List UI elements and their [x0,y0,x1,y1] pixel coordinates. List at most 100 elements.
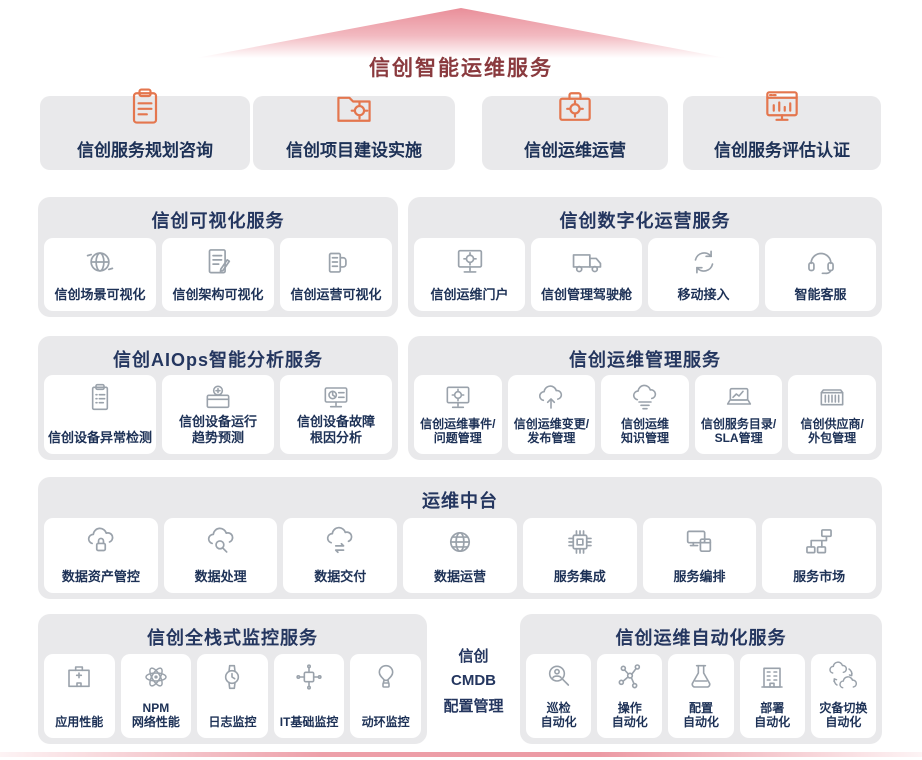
panel-title: 信创运维自动化服务 [615,628,787,648]
service-label: 灾备切换 自动化 [819,700,868,730]
card-row: 信创设备异常检测 信创设备运行 趋势预测 信创设备故障 根因分析 [44,375,392,454]
service-label: 巡检 自动化 [540,700,577,730]
cmdb-line: 配置管理 [443,697,504,715]
service-card: 信创运维事件/ 问题管理 [414,375,502,454]
clipboard-pen-icon [123,85,167,129]
top-service-label: 信创服务评估认证 [714,141,850,160]
service-label: IT基础监控 [279,715,339,730]
page-title: 信创智能运维服务 [369,57,553,80]
service-label: 数据运营 [434,569,487,585]
service-card: 数据运营 [403,518,517,593]
monitor-gear-icon [442,382,474,414]
card-row: 信创运维事件/ 问题管理 信创运维变更/ 发布管理 信创运维 知识管理 信创服务… [414,375,876,454]
service-card: 应用性能 [44,654,115,738]
cmdb-block: 信创 CMDB 配置管理 [427,628,520,732]
service-card: 操作 自动化 [597,654,663,738]
circuit-icon [293,661,325,693]
browser-chart-icon [760,85,804,129]
roof-arrow-shape [196,8,726,58]
service-card: 信创场景可视化 [44,238,156,311]
service-card: 部署 自动化 [739,654,805,738]
service-label: 数据处理 [194,569,247,585]
service-card: 灾备切换 自动化 [810,654,877,738]
magnifier-person-icon [543,661,575,693]
clipboard-list-icon [84,382,116,414]
service-card: 巡检 自动化 [526,654,592,738]
service-label: 应用性能 [55,715,104,730]
service-card: 配置 自动化 [668,654,734,738]
laptop-chart-icon [723,382,755,414]
service-card: 信创供应商/ 外包管理 [788,375,876,454]
nodes-icon [614,661,646,693]
top-service-label: 信创服务规划咨询 [77,141,213,160]
service-label: 服务编排 [673,569,726,585]
top-service-label: 信创项目建设实施 [286,141,422,160]
service-card: 信创架构可视化 [162,238,274,311]
doc-pen-icon [201,245,235,279]
container-icon [816,382,848,414]
service-card: 信创设备故障 根因分析 [280,375,392,454]
service-label: 信创设备运行 趋势预测 [178,414,257,446]
screens-icon [682,525,716,559]
service-card: 服务市场 [762,518,877,593]
panel-full-stack-monitoring: 信创全栈式监控服务 应用性能 NPM 网络性能 日志监控 IT基础监控 动环监控 [38,614,427,744]
service-label: 信创运维变更/ 发布管理 [513,416,590,446]
service-card: 数据资产管控 [44,518,158,593]
service-label: 信创运维门户 [430,287,509,303]
service-card: IT基础监控 [273,654,345,738]
service-label: 数据交付 [314,569,367,585]
service-card: 信创管理驾驶舱 [531,238,642,311]
top-service-label: 信创运维运营 [524,141,626,160]
building-icon [756,661,788,693]
bottom-accent-bar [0,752,922,757]
service-label: 操作 自动化 [611,700,648,730]
service-card: 智能客服 [765,238,876,311]
cloud-layers-icon [629,382,661,414]
cmdb-line: 信创 [458,647,489,665]
chip-icon [563,525,597,559]
flask-icon [685,661,717,693]
card-row: 数据资产管控 数据处理 数据交付 数据运营 服务集成 服务编排 [44,518,877,593]
monitor-pie-icon [320,382,352,414]
service-label: 服务集成 [553,569,606,585]
service-card: 信创设备异常检测 [44,375,156,454]
panel-title: 信创AIOps智能分析服务 [112,350,323,370]
top-service-card-certification: 信创服务评估认证 [683,96,881,170]
service-card: 信创运维变更/ 发布管理 [507,375,596,454]
service-label: 信创运维 知识管理 [620,416,669,446]
balloon-icon [370,661,402,693]
card-row: 信创运维门户 信创管理驾驶舱 移动接入 智能客服 [414,238,876,311]
service-card: NPM 网络性能 [120,654,192,738]
folder-gear-icon [332,85,376,129]
service-card: 服务集成 [522,518,637,593]
cloud-search-icon [204,525,238,559]
card-row: 巡检 自动化 操作 自动化 配置 自动化 部署 自动化 灾备切换 自动化 [526,654,877,738]
service-card: 服务编排 [642,518,757,593]
card-row: 信创场景可视化 信创架构可视化 信创运营可视化 [44,238,392,311]
monitor-gear-icon [453,245,487,279]
service-card: 日志监控 [197,654,268,738]
panel-visualization: 信创可视化服务 信创场景可视化 信创架构可视化 信创运营可视化 [38,197,398,317]
panel-middle-platform: 运维中台 数据资产管控 数据处理 数据交付 数据运营 服务集成 [38,477,882,599]
cloud-switch-icon [827,661,859,693]
service-label: 智能客服 [794,287,847,303]
card-row: 应用性能 NPM 网络性能 日志监控 IT基础监控 动环监控 [44,654,421,738]
service-label: 信创管理驾驶舱 [540,287,632,303]
service-label: 信创架构可视化 [172,287,264,303]
panel-title: 运维中台 [422,491,498,511]
service-label: 信创运维事件/ 问题管理 [420,416,496,446]
service-label: NPM 网络性能 [131,700,180,730]
hospital-icon [63,661,95,693]
service-label: 移动接入 [677,287,730,303]
panel-title: 信创运维管理服务 [569,350,721,370]
service-card: 数据交付 [283,518,398,593]
globe-grid-icon [443,525,477,559]
service-card: 信创运维 知识管理 [601,375,689,454]
service-label: 信创运营可视化 [290,287,382,303]
service-card: 动环监控 [350,654,421,738]
service-label: 信创设备异常检测 [47,430,152,446]
top-service-card-implementation: 信创项目建设实施 [253,96,455,170]
cloud-upload-icon [535,382,567,414]
globe-arrows-icon [83,245,117,279]
service-label: 配置 自动化 [683,700,720,730]
